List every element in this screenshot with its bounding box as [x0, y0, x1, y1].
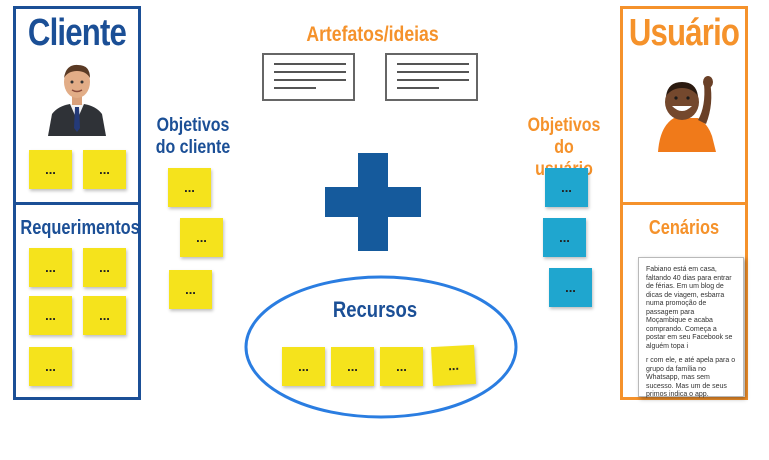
requirement-note: ...	[29, 248, 72, 287]
client-note: ...	[83, 150, 126, 189]
requirement-note: ...	[29, 347, 72, 386]
user-goal-note: ...	[549, 268, 592, 307]
scenario-text: Fabiano está em casa, faltando 40 dias p…	[646, 266, 733, 350]
businessman-icon	[48, 64, 106, 136]
resource-note: ...	[431, 344, 476, 387]
client-goals-title-line2: do cliente	[155, 137, 231, 158]
client-goals-title-line1: Objetivos	[156, 115, 230, 136]
client-avatar	[44, 62, 110, 136]
client-note: ...	[29, 150, 72, 189]
resource-note: ...	[380, 347, 423, 386]
user-goal-note: ...	[545, 168, 588, 207]
scenario-card: Fabiano está em casa, faltando 40 dias p…	[638, 257, 744, 398]
client-goals-title: Objetivos do cliente	[151, 115, 235, 159]
resources-ellipse	[244, 275, 518, 419]
user-goal-note: ...	[543, 218, 586, 257]
requirement-note: ...	[83, 296, 126, 335]
resource-note: ...	[282, 347, 325, 386]
resources-title: Recursos	[332, 297, 418, 322]
client-title: Cliente	[27, 12, 127, 54]
user-avatar	[652, 74, 722, 152]
smiling-user-icon	[658, 76, 716, 152]
plus-icon	[325, 153, 421, 251]
requirement-note: ...	[29, 296, 72, 335]
artifacts-title: Artefatos/ideias	[306, 23, 439, 46]
user-goals-title-line1: Objetivos	[527, 115, 601, 136]
requirements-title: Requerimentos	[20, 217, 140, 239]
scenario-text: r com ele, e até apela para o grupo da f…	[646, 357, 736, 398]
resource-note: ...	[331, 347, 374, 386]
client-goal-note: ...	[180, 218, 223, 257]
requirement-note: ...	[83, 248, 126, 287]
client-goal-note: ...	[169, 270, 212, 309]
user-title: Usuário	[628, 12, 740, 54]
client-goal-note: ...	[168, 168, 211, 207]
artifact-document-icon	[262, 53, 355, 101]
scenarios-title: Cenários	[648, 217, 720, 239]
artifact-document-icon	[385, 53, 478, 101]
client-panel-divider	[13, 202, 141, 205]
user-panel-divider	[620, 202, 748, 205]
